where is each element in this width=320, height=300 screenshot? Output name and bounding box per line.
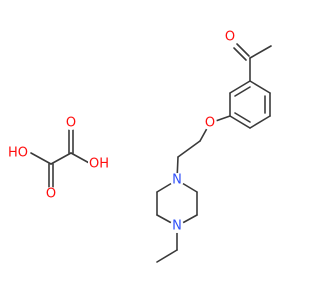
oxalic-o-bottom-label: O	[46, 187, 56, 202]
bond-ring-3	[249, 115, 271, 129]
atom-ether-oxygen: O	[203, 116, 217, 131]
piperazine-n-bottom-label: N	[172, 219, 182, 234]
bond-acetyl-methyl	[249, 45, 272, 59]
bond-carbonyl-double-1	[236, 43, 250, 57]
oxalic-oh-right-label: OH	[89, 157, 109, 172]
atom-piperazine-n-bottom: N	[170, 219, 184, 234]
ether-oxygen-label: O	[205, 116, 215, 131]
atom-oxalic-o-bottom: O	[44, 187, 58, 202]
bond-oxalic-c1-c2	[50, 152, 72, 165]
oxalic-o-top-label: O	[66, 116, 76, 131]
bond-oxalic-ho-c1	[30, 152, 52, 165]
bond-ring-4	[229, 115, 251, 129]
piperazine-n-top-label: N	[172, 173, 182, 188]
ketone-oxygen-label: O	[225, 30, 235, 45]
atom-oxalic-ho-left: HO	[6, 145, 28, 161]
atom-piperazine-n-top: N	[170, 173, 184, 188]
atom-labels: O O N N HO O OH O	[6, 30, 237, 234]
bond-lines	[30, 43, 272, 263]
bond-oxalic-c2-oh	[70, 152, 92, 165]
atom-oxalic-oh-right: OH	[88, 156, 110, 172]
bond-ring-1	[249, 80, 271, 94]
atom-ketone-oxygen: O	[223, 30, 237, 45]
bond-ring-6	[229, 80, 251, 94]
bond-ethyl	[156, 249, 178, 263]
atom-oxalic-o-top: O	[64, 116, 78, 131]
oxalic-ho-left-label: HO	[8, 146, 28, 161]
bond-ring-6-inner	[234, 86, 251, 97]
chemical-structure-diagram: O O N N HO O OH O	[6, 30, 272, 263]
bond-carbonyl-double-2	[233, 47, 247, 61]
bond-ring-4-inner	[234, 112, 251, 123]
bond-chain	[177, 140, 201, 158]
